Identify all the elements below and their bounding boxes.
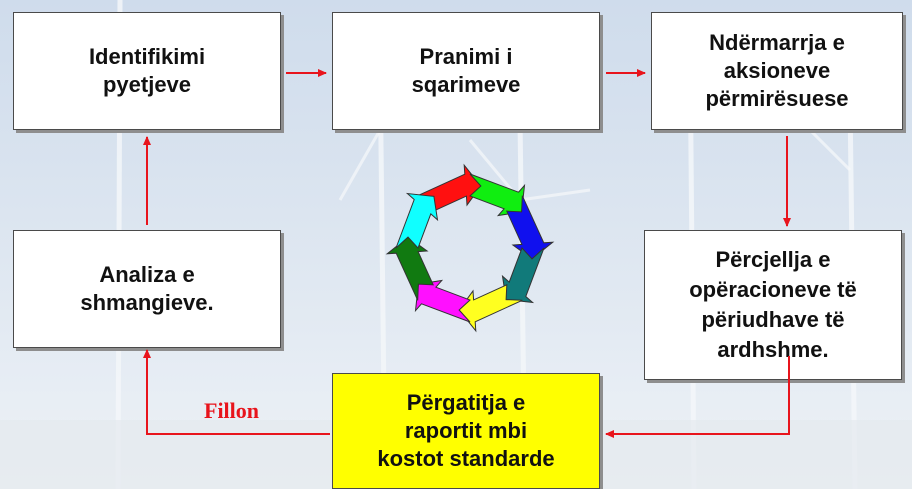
receive-clarifications-box: Pranimi i sqarimeve [332,12,600,130]
receive-clarifications-label: Pranimi i sqarimeve [411,44,521,97]
monitor-operations-label: Përcjellja e opëracioneve të përiudhave … [689,247,857,362]
corrective-actions-label: Ndërmarrja e aksioneve përmirësuese [705,30,849,111]
identify-questions-label: Identifikimi pyetjeve [88,44,206,97]
deviation-analysis-box: Analiza e shmangieve. [13,230,281,348]
identify-questions-box: Identifikimi pyetjeve [13,12,281,130]
deviation-analysis-label: Analiza e shmangieve. [80,262,214,315]
corrective-actions-box: Ndërmarrja e aksioneve përmirësuese [651,12,903,130]
prepare-report-label: Përgatitja e raportit mbi kostot standar… [377,390,555,471]
prepare-report-box: Përgatitja e raportit mbi kostot standar… [332,373,600,489]
monitor-operations-box: Përcjellja e opëracioneve të përiudhave … [644,230,902,380]
start-label: Fillon [204,398,260,423]
